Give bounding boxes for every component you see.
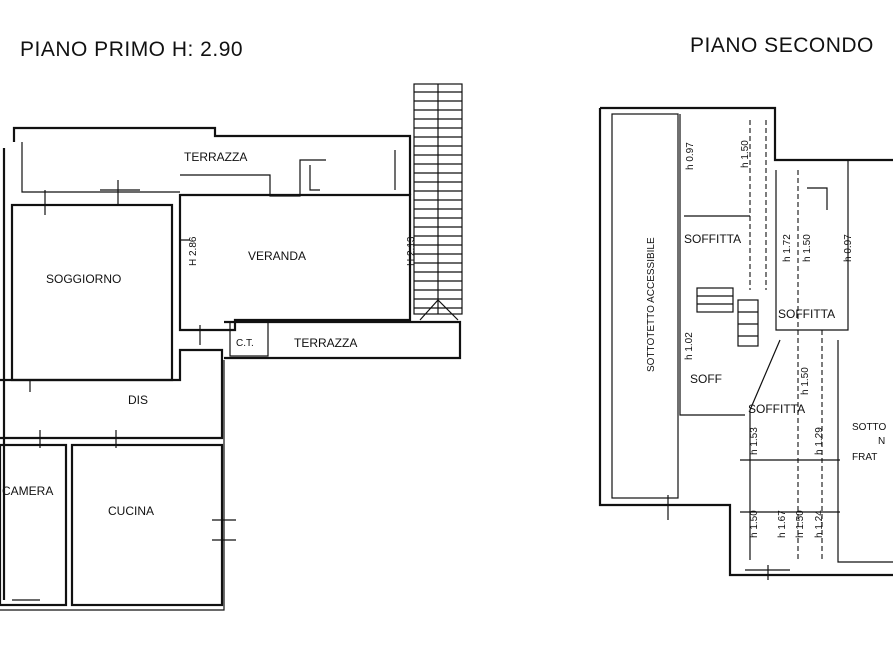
wall-floor2-top [600,106,893,162]
wall-floor2-outer [598,108,893,577]
label-h13: h 1.24 [814,510,825,538]
label-veranda: VERANDA [248,249,306,263]
floor2-plan: SOTTOTETTO ACCESSIBILE SOFFITTA SOFFITTA… [598,106,893,580]
wall-terrace-detail [309,165,320,191]
stair-floor1 [413,83,463,321]
label-terrazza-bottom: TERRAZZA [294,336,357,350]
label-sotto-1: SOTTO [852,422,886,433]
label-h1: h 0.97 [685,142,696,170]
stair-floor2 [696,287,759,347]
label-h11: h 1.67 [777,510,788,538]
label-h3: h 1.72 [782,234,793,262]
label-h8: h 1.53 [749,427,760,455]
room-dis [0,348,224,440]
floor1-plan: TERRAZZA SOGGIORNO VERANDA C.T. TERRAZZA… [0,83,463,611]
label-h6: h 1.02 [684,332,695,360]
label-h5: h 0.97 [843,234,854,262]
label-height-veranda-right: H 2.13 [406,236,417,266]
label-soggiorno: SOGGIORNO [46,272,121,286]
wall-terrace-top [12,126,412,195]
label-sottotetto: SOTTOTETTO ACCESSIBILE [646,237,657,372]
label-soff: SOFF [690,372,722,386]
label-sotto-3: FRAT [852,452,877,463]
label-h2: h 1.50 [740,140,751,168]
room-soggiorno [10,203,174,382]
room-camera [0,443,68,607]
room-sottotetto [611,113,679,499]
wall-terrace-rail [180,159,326,197]
label-soffitta-2: SOFFITTA [778,307,835,321]
wall-openings [12,180,236,601]
label-ct: C.T. [236,338,254,349]
label-h4: h 1.50 [802,234,813,262]
label-soffitta-3: SOFFITTA [748,402,805,416]
label-soffitta-1: SOFFITTA [684,232,741,246]
label-sotto-2: N [878,436,885,447]
label-h7: h 1.50 [800,367,811,395]
label-camera: CAMERA [2,484,53,498]
label-h9: h 1.29 [814,427,825,455]
label-dis: DIS [128,393,148,407]
label-height-veranda-left: H 2.86 [188,236,199,266]
room-terrazza-bottom [224,320,462,360]
wall-terrace-inner [21,142,180,193]
label-h10: h 1.50 [749,510,760,538]
wall-soffitta-1 [679,114,745,416]
room-cucina [70,443,224,607]
floor1-title: PIANO PRIMO H: 2.90 [20,38,244,61]
label-h12: h 1.50 [795,510,806,538]
floor2-title: PIANO SECONDO [690,34,874,57]
dashed-heights [749,120,823,560]
label-cucina: CUCINA [108,504,154,518]
label-terrazza-top: TERRAZZA [184,150,247,164]
room-veranda [178,193,412,332]
